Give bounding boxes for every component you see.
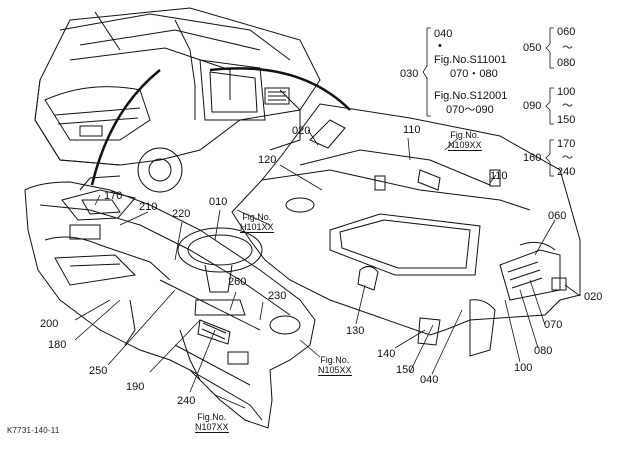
legend-030: 030 [400,68,419,80]
callout-250: 250 [89,365,108,377]
fig-ref-n107[interactable]: Fig.No. N107XX [195,412,229,433]
callout-080: 080 [534,345,553,357]
callout-130: 130 [346,325,365,337]
legend-050: 050 [523,42,542,54]
fig-ref-n105[interactable]: Fig.No. N105XX [318,355,352,376]
fig-ref-n109[interactable]: Fig.No. N109XX [448,130,482,151]
callout-040: 040 [420,374,439,386]
callout-230: 230 [268,290,287,302]
legend-090-from: 100 [557,86,576,98]
legend-030-fig-s11001: Fig.No.S11001 [434,54,507,66]
dashboard-illustration [24,175,316,429]
callout-010: 010 [209,196,228,208]
callout-140: 140 [377,348,396,360]
legend-030-range-070-080: 070・080 [450,68,498,80]
callout-180: 180 [48,339,67,351]
legend-090-tilde: 〜 [562,100,573,112]
fig-ref-n109-num: N109XX [448,140,482,151]
legend-050-tilde: 〜 [562,42,573,54]
legend-090-to: 150 [557,114,576,126]
callout-020-top: 020 [292,125,311,137]
callout-220: 220 [172,208,191,220]
legend-050-to: 080 [557,57,576,69]
legend-030-item-040: 040 [434,28,453,40]
fig-ref-n105-label: Fig.No. [320,355,350,365]
legend-090: 090 [523,100,542,112]
legend-030-fig-s12001: Fig.No.S12001 [434,90,508,102]
legend-050-from: 060 [557,26,576,38]
callout-210: 210 [139,201,158,213]
fig-ref-n109-label: Fig.No. [450,130,480,140]
legend-160-tilde: 〜 [562,152,573,164]
callout-070: 070 [544,319,563,331]
callout-060: 060 [548,210,567,222]
callout-110-right: 110 [490,170,508,182]
callout-100: 100 [514,362,533,374]
legend-160-to: 240 [557,166,576,178]
leader-lines [74,129,581,409]
callout-020-right: 020 [584,291,603,303]
floor-pan-illustration [231,103,581,357]
callout-150: 150 [396,364,415,376]
callout-110-top: 110 [403,124,421,136]
diagram-code: K7731-140-11 [7,426,60,435]
legend-160-from: 170 [557,138,576,150]
fig-ref-h101[interactable]: Fig.No. H101XX [240,212,274,233]
fig-ref-h101-label: Fig.No. [242,212,272,222]
callout-170: 170 [104,190,123,202]
vehicle-illustration [34,7,321,193]
callout-260: 260 [228,276,247,288]
legend-160: 160 [523,152,542,164]
callout-200: 200 [40,318,59,330]
fig-ref-n105-num: N105XX [318,365,352,376]
fig-ref-h101-num: H101XX [240,222,274,233]
callout-240: 240 [177,395,196,407]
callout-120: 120 [258,154,277,166]
fig-ref-n107-num: N107XX [195,422,229,433]
legend-030-dot: • [438,40,442,52]
callout-190: 190 [126,381,145,393]
legend-brackets [422,27,554,177]
legend-030-range-070-090: 070〜090 [446,104,494,116]
fig-ref-n107-label: Fig.No. [197,412,227,422]
